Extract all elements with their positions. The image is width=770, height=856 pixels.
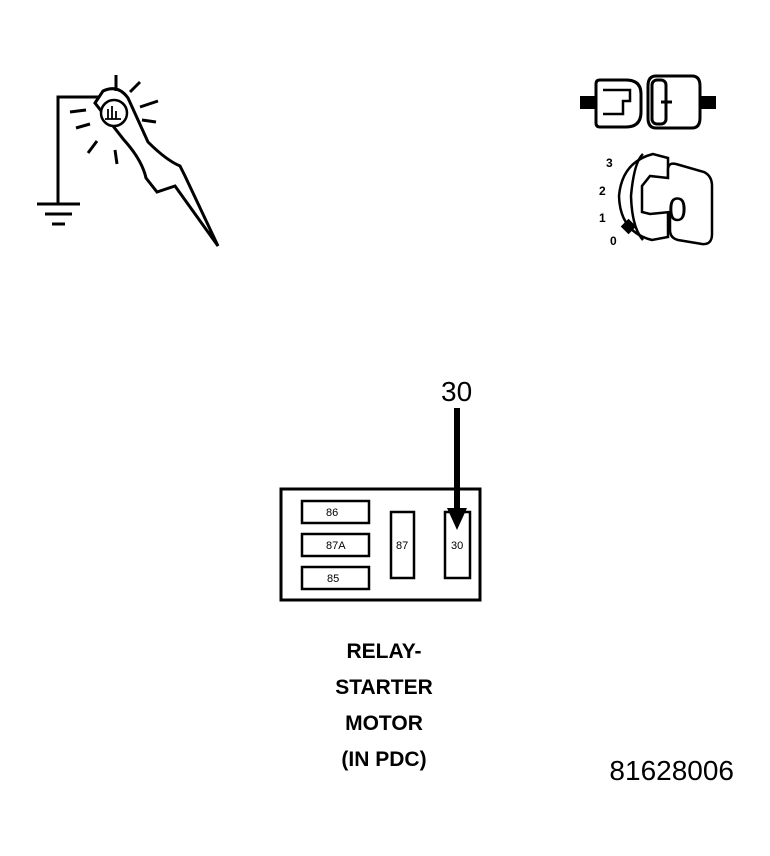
ground-icon [37, 202, 80, 226]
pin-30-label: 30 [451, 540, 463, 552]
figure-number: 81628006 [609, 755, 734, 786]
relay-socket [279, 487, 482, 602]
caption-line-4: (IN PDC) [341, 748, 426, 771]
caption-line-3: MOTOR [345, 712, 423, 735]
pin-87a-label: 87A [326, 540, 346, 552]
connector-icon [580, 74, 716, 130]
ignition-position-0: 0 [610, 234, 617, 248]
callout-arrow [447, 408, 467, 530]
ignition-position-2: 2 [599, 184, 606, 198]
ignition-icon: 3 2 1 0 0 [599, 152, 714, 248]
pin-86-label: 86 [326, 507, 338, 519]
ignition-position-1: 1 [599, 211, 606, 225]
pin-85-label: 85 [327, 573, 339, 585]
caption-line-1: RELAY- [346, 640, 421, 663]
pin-87-label: 87 [396, 540, 408, 552]
glow-rays [69, 75, 159, 165]
test-light-icon [37, 75, 220, 247]
caption-line-2: STARTER [335, 676, 433, 699]
ignition-position-3: 3 [606, 156, 613, 170]
ignition-key-position: 0 [668, 191, 687, 229]
terminal-callout-label: 30 [441, 376, 472, 407]
